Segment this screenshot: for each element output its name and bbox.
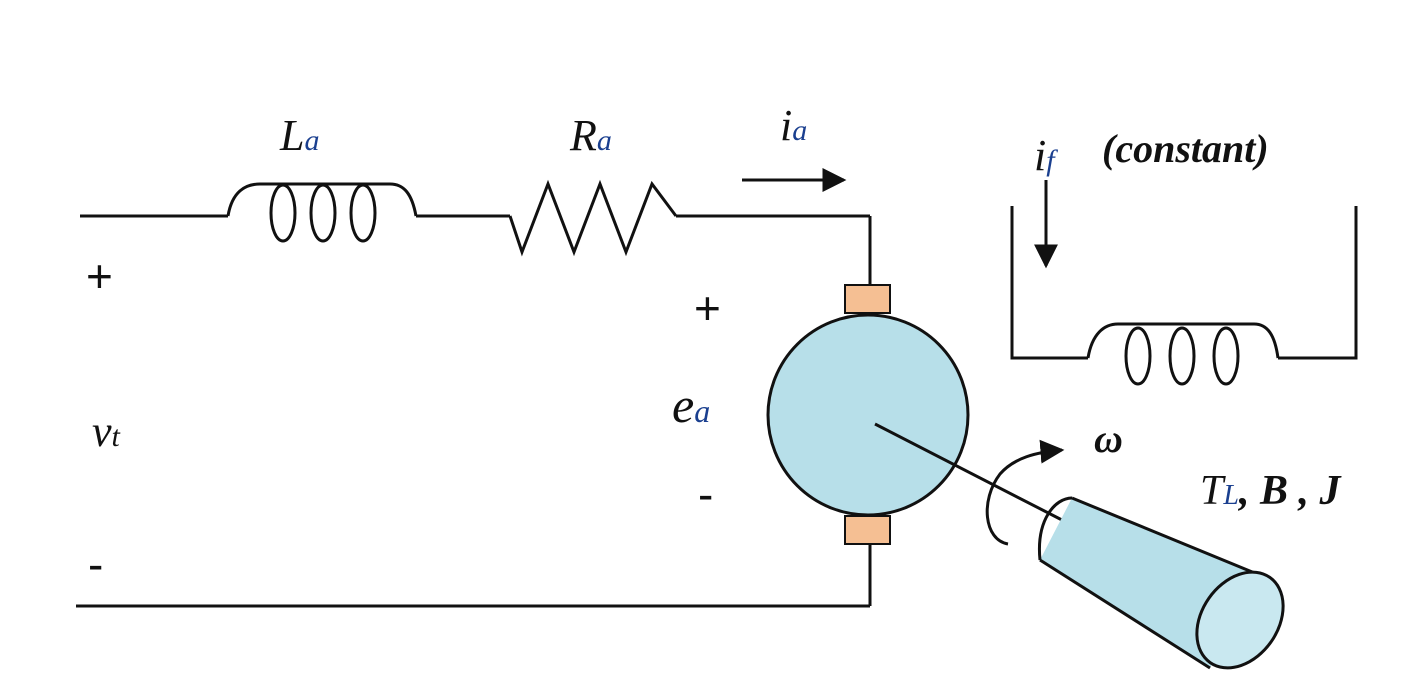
label-terminal-voltage-vt: vt	[92, 407, 121, 456]
label-back-emf-ea: ea	[672, 377, 710, 433]
armature-inductor	[226, 182, 418, 243]
minus-sign-source: -	[88, 538, 103, 590]
bottom-wire	[76, 544, 872, 608]
label-current-if: if	[1034, 131, 1058, 180]
label-resistor-Ra: Ra	[569, 111, 612, 160]
label-omega: ω	[1094, 416, 1123, 461]
label-load-params: TL, B , J	[1200, 468, 1342, 514]
minus-sign-motor: -	[698, 468, 713, 520]
plus-sign-source: +	[86, 250, 113, 302]
motor-bottom-brush	[844, 515, 891, 545]
motor-armature	[766, 313, 970, 517]
motor-shaft	[874, 422, 1063, 522]
label-inductor-La: La	[279, 111, 319, 160]
motor-top-brush	[844, 284, 891, 314]
load-cylinder	[1037, 496, 1285, 670]
dc-motor	[766, 284, 970, 545]
label-constant-note: (constant)	[1102, 126, 1269, 171]
field-circuit	[1010, 206, 1358, 386]
plus-sign-motor: +	[694, 282, 721, 334]
label-current-ia: ia	[780, 101, 807, 150]
top-wire	[80, 214, 872, 287]
armature-resistor	[508, 179, 678, 257]
rotation-arrow	[985, 439, 1065, 546]
